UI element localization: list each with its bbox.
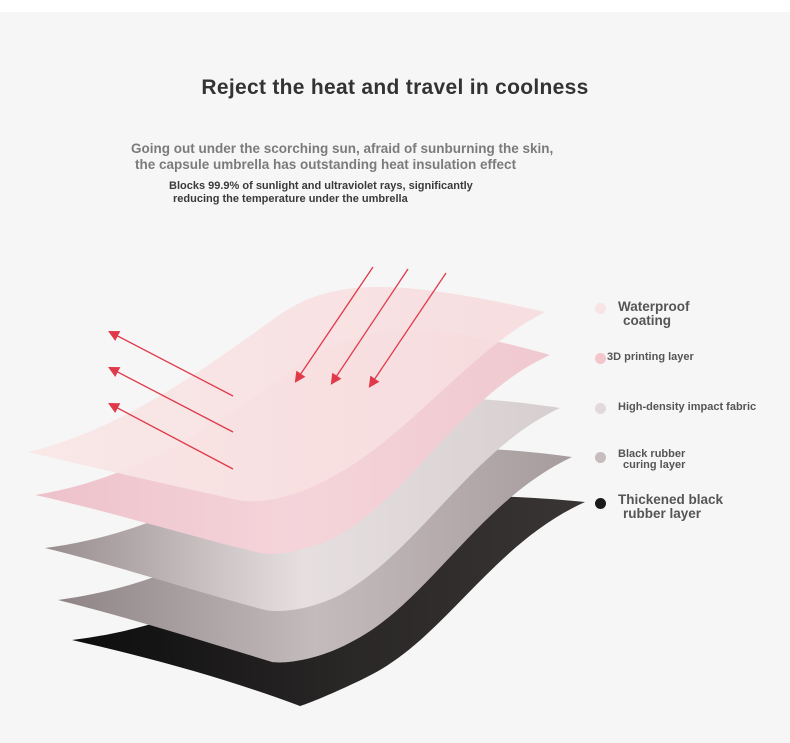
- page-title: Reject the heat and travel in coolness: [201, 76, 589, 99]
- reflected-heat-arrow: [108, 330, 234, 397]
- legend-item-3d-printing-layer: 3D printing layer: [595, 352, 694, 364]
- legend-label: Thickened black rubber layer: [618, 492, 724, 521]
- legend-item-thickened-black-rubber-layer: Thickened black rubber layer: [595, 493, 723, 521]
- uv-note-line-2: reducing the temperature under the umbre…: [173, 192, 408, 205]
- incoming-sun-arrow: [330, 268, 409, 385]
- legend-label: Waterproof coating: [618, 299, 690, 328]
- legend-dot: [595, 403, 606, 414]
- legend-item-black-rubber-curing-layer: Black rubber curing layer: [595, 449, 685, 471]
- uv-note: Blocks 99.9% of sunlight and ultraviolet…: [169, 180, 589, 205]
- incoming-sun-arrow: [368, 272, 447, 388]
- legend-label: 3D printing layer: [607, 351, 694, 363]
- legend-item-waterproof-coating: Waterproof coating: [595, 300, 690, 328]
- legend-dot: [595, 303, 606, 314]
- subtitle-line-2: the capsule umbrella has outstanding hea…: [135, 156, 517, 172]
- legend-item-high-density-impact-fabric: High-density impact fabric: [595, 402, 756, 414]
- reflected-heat-arrow: [108, 402, 234, 470]
- uv-note-line-1: Blocks 99.9% of sunlight and ultraviolet…: [169, 180, 473, 192]
- reflected-heat-arrow: [108, 366, 234, 433]
- subtitle: Going out under the scorching sun, afrai…: [131, 141, 651, 172]
- legend-dot: [595, 452, 606, 463]
- subtitle-line-1: Going out under the scorching sun, afrai…: [131, 141, 554, 156]
- legend-label: Black rubber curing layer: [618, 448, 686, 471]
- legend-dot: [595, 498, 606, 509]
- legend-dot: [595, 353, 606, 364]
- incoming-sun-arrow: [294, 266, 374, 383]
- legend-label: High-density impact fabric: [618, 401, 757, 413]
- top-strip: [0, 0, 790, 12]
- layer-waterproof-coating: [28, 287, 545, 502]
